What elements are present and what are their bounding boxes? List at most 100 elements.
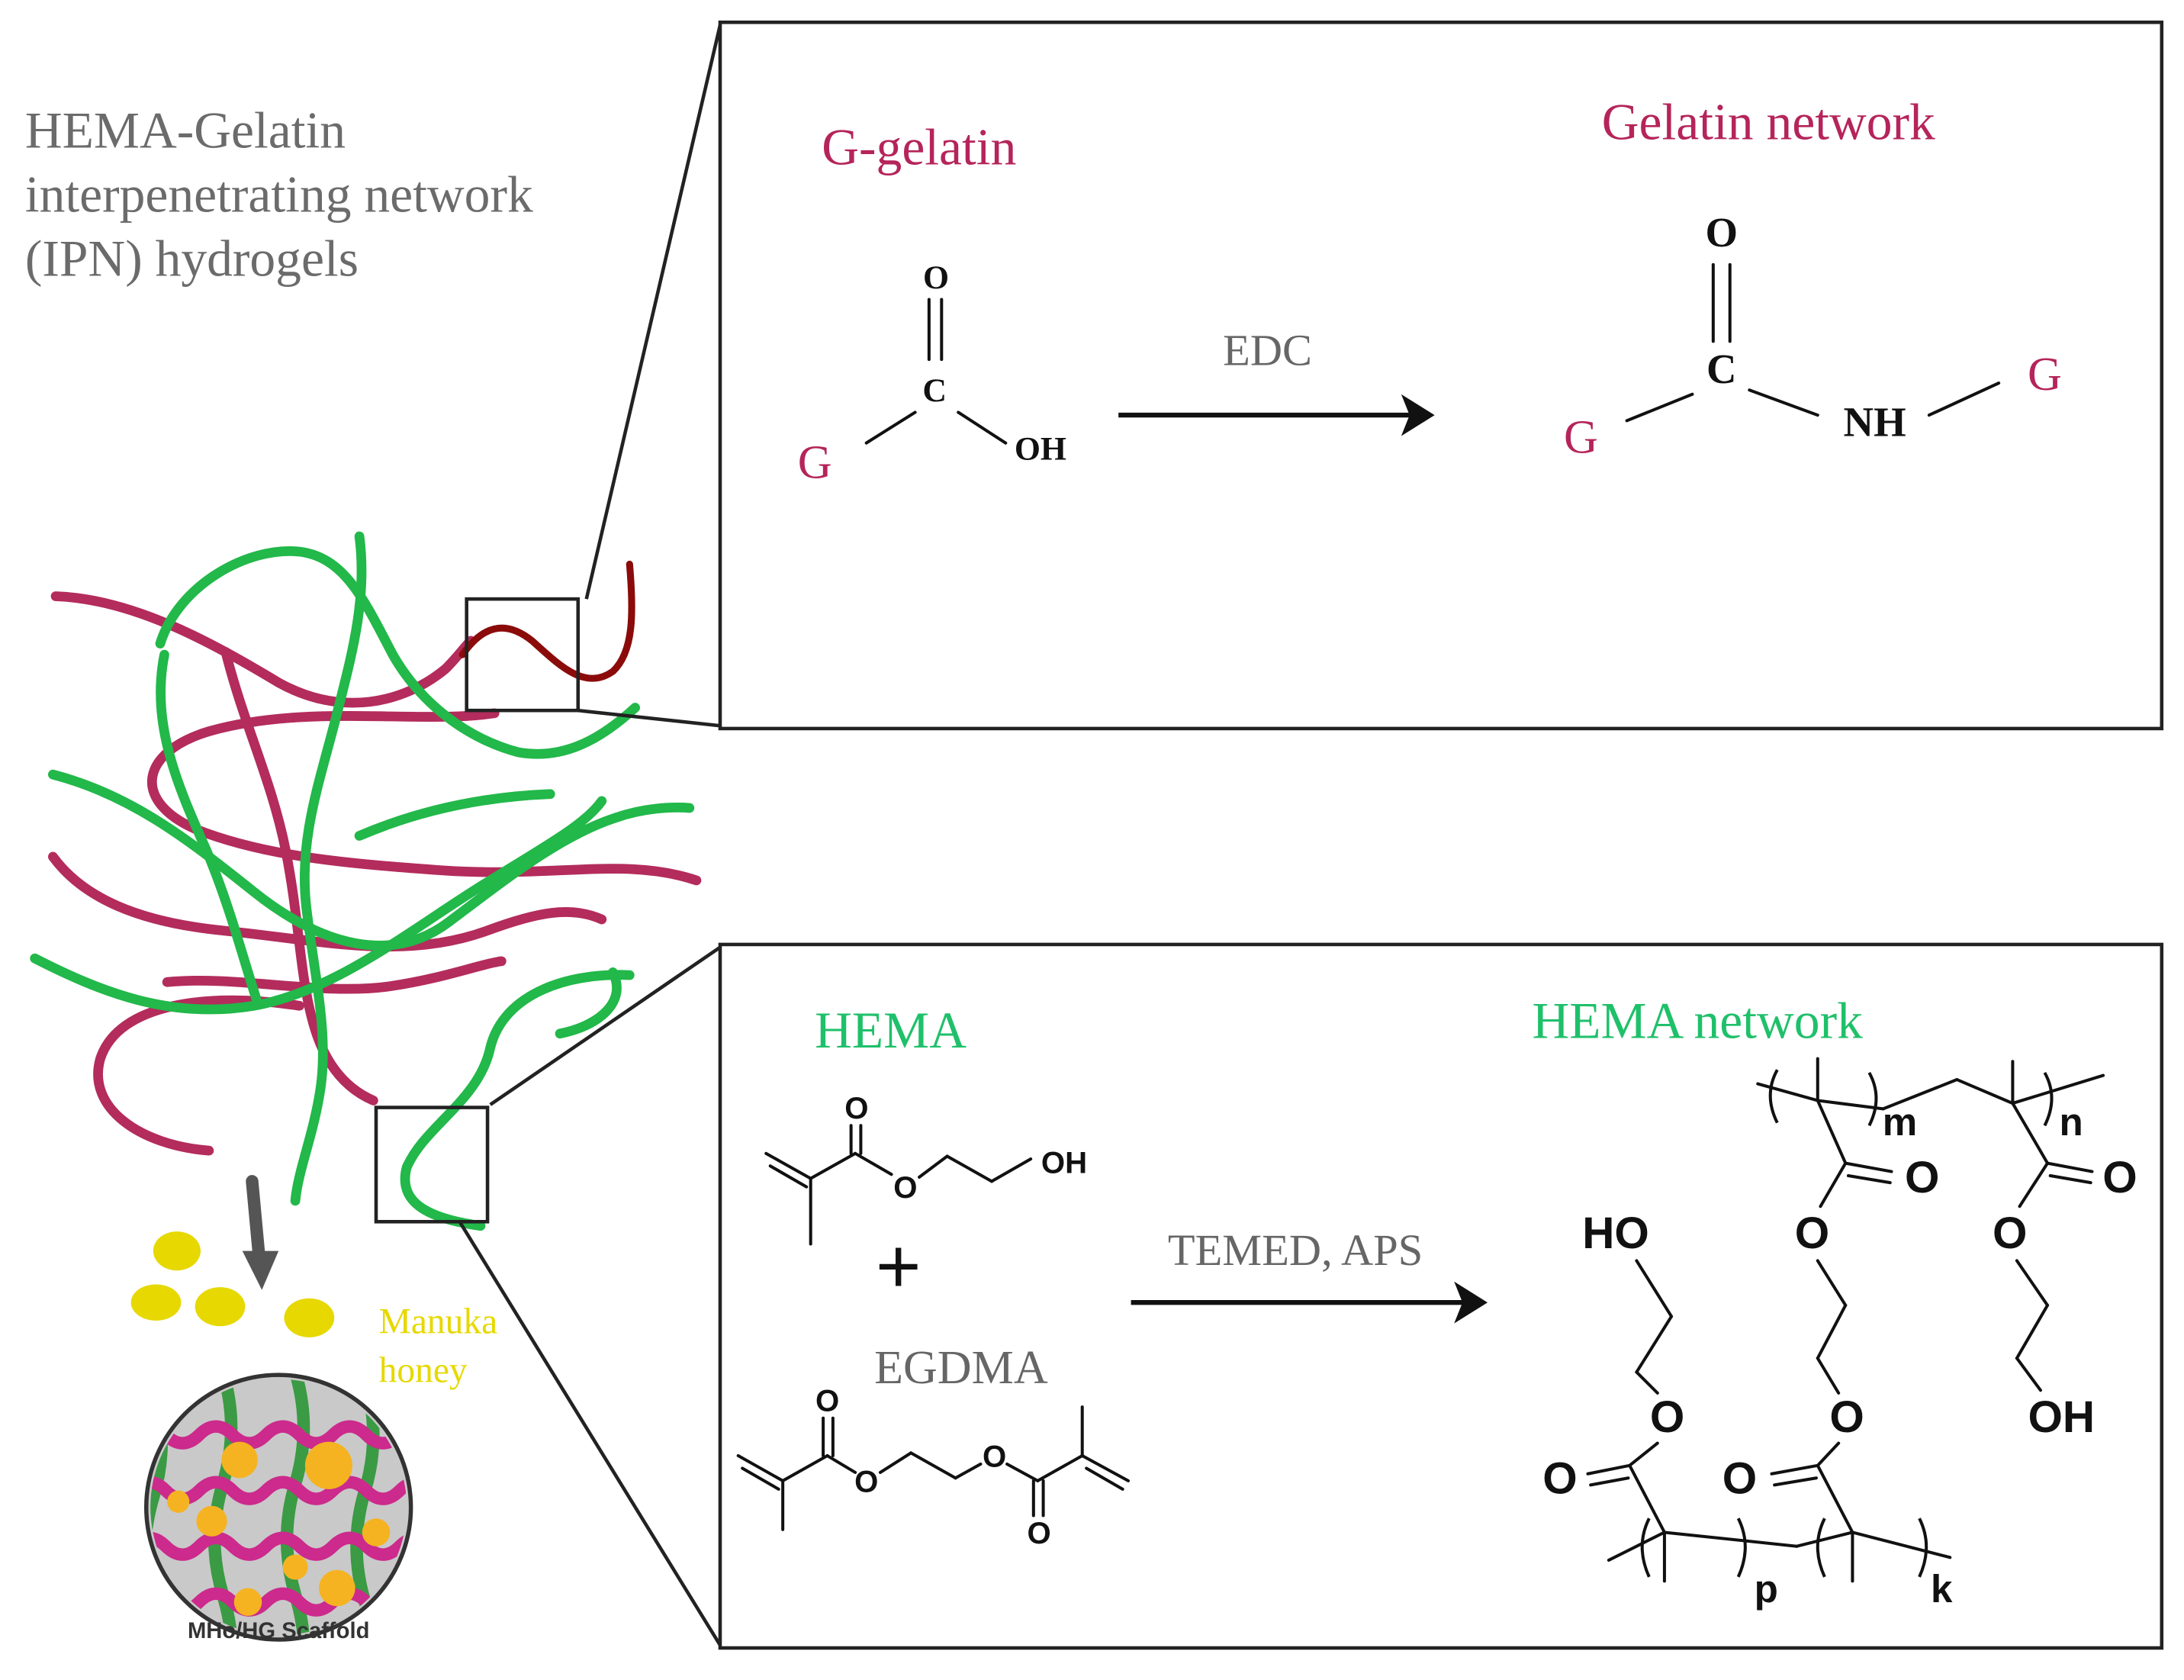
bond-line [1080, 1454, 1130, 1482]
honey-droplet [130, 1284, 182, 1321]
hema-strand [400, 970, 635, 1231]
bond-line [1036, 1454, 1084, 1482]
atom-label: O [1705, 209, 1738, 256]
connector-line [489, 945, 722, 1106]
bond-line [1795, 1530, 1854, 1548]
scaffold-magenta-fiber [150, 1531, 407, 1561]
bond-line [1819, 1161, 1848, 1209]
bond-line [1748, 388, 1819, 417]
honey-particle [319, 1569, 355, 1607]
scaffold-illustration: MHo/HG Scaffold [143, 1373, 413, 1643]
atom-label: O [854, 1465, 878, 1499]
bond-line [2046, 1161, 2094, 1173]
atom-label: O [1027, 1516, 1050, 1550]
hema-strand [156, 649, 263, 1009]
connector-line [584, 24, 722, 600]
highlighted-gelatin-segment [458, 560, 635, 682]
atom-label: OH [2028, 1392, 2096, 1442]
bond-line [1635, 1259, 1674, 1318]
bond-line [1846, 1174, 1892, 1185]
bond-line [768, 1164, 809, 1189]
bond-line [1816, 1463, 1854, 1534]
bond-line [1955, 1078, 2015, 1106]
bond-line [854, 1151, 893, 1176]
bond-line [918, 1154, 949, 1179]
scaffold-magenta-fiber [150, 1420, 407, 1450]
reaction-arrow-head [1401, 394, 1435, 436]
atom-label: OH [1041, 1145, 1087, 1180]
zoom-indicators [374, 24, 722, 1646]
scaffold-green-fiber [280, 1379, 310, 1636]
atom-label: O [1542, 1453, 1577, 1503]
bond-line [1589, 1476, 1630, 1487]
bond-line [1881, 1078, 1959, 1111]
bond-line [1586, 1463, 1632, 1476]
honey-particle [167, 1490, 190, 1513]
atom-label: O [1650, 1392, 1684, 1442]
atom-label: NH [1844, 398, 1906, 445]
bond-line [809, 1151, 857, 1180]
bond-line [2015, 1357, 2042, 1392]
g-group-label: G [798, 436, 832, 488]
g-group-label: G [2028, 349, 2062, 401]
polymer-bracket [1640, 1517, 1651, 1578]
polymer-bracket [1736, 1517, 1747, 1578]
bond-line [1844, 1161, 1893, 1173]
gelatin-zoom-square [465, 597, 581, 713]
title-line-3: (IPN) hydrogels [25, 230, 359, 288]
atom-label: O [844, 1091, 868, 1125]
polymer-bracket [1867, 1071, 1878, 1127]
bond-line [781, 1454, 829, 1482]
down-arrow-head [242, 1250, 279, 1290]
bond-line [2048, 1174, 2092, 1185]
bond-line [1816, 1441, 1841, 1467]
edc-reagent-label: EDC [1223, 325, 1312, 375]
gelatin-network-label: Gelatin network [1602, 94, 1935, 151]
atom-label: O [1829, 1392, 1864, 1442]
bond-line [1851, 1530, 1952, 1559]
hema-strand [555, 967, 622, 1039]
honey-particle [304, 1441, 352, 1489]
polymer-bracket [1918, 1517, 1928, 1578]
hema-polymerization-panel: HEMA HEMA network O O OH + EGDMA O [718, 942, 2164, 1650]
plus-sign: + [876, 1221, 922, 1309]
bond-line [878, 1451, 913, 1474]
honey-droplet [284, 1298, 335, 1337]
bond-line [2011, 1073, 2105, 1106]
amide-structure: O C G NH G [1564, 209, 2062, 463]
bond-line [1816, 1259, 1848, 1307]
honey-particle [233, 1588, 262, 1617]
atom-label: O [983, 1440, 1006, 1474]
bond-line [1756, 1082, 1819, 1102]
hema-zoom-square [374, 1106, 490, 1224]
atom-label: O [815, 1384, 839, 1418]
gelatin-crosslinking-panel: G-gelatin Gelatin network O C G OH EDC O… [718, 20, 2164, 731]
polymer-bracket [1768, 1069, 1779, 1124]
bond-line [1625, 392, 1694, 423]
gelatin-strand [162, 956, 507, 994]
bond-line [945, 1154, 994, 1183]
atom-label: O [1722, 1453, 1757, 1503]
bond-line [864, 410, 917, 445]
atom-label: O [893, 1170, 917, 1205]
honey-droplet [195, 1287, 246, 1327]
gelatin-panel-frame [718, 20, 2164, 731]
bond-line [741, 1466, 780, 1491]
honey-particle [196, 1505, 227, 1537]
repeat-subscript: n [2059, 1100, 2083, 1144]
atom-label: O [1905, 1153, 1939, 1202]
hema-strand [354, 789, 555, 841]
bond-line [1607, 1530, 1666, 1562]
connector-line [458, 1221, 722, 1646]
bond-line [1816, 1303, 1848, 1360]
bond-line [825, 1454, 857, 1474]
atom-label: O [1993, 1209, 2027, 1258]
hema-strand [30, 796, 607, 1015]
hema-strand [48, 769, 695, 951]
bond-line [764, 1151, 812, 1180]
atom-label: O [923, 259, 949, 296]
bond-line [1005, 1462, 1040, 1482]
bond-line [1635, 1370, 1659, 1395]
bond-line [1816, 1099, 1848, 1165]
connector-line [577, 708, 721, 728]
